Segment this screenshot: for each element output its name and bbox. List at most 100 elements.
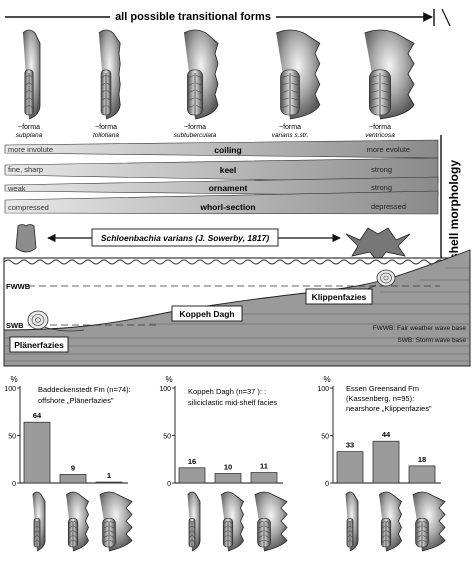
chart-baddeckenstedt-value-label-3: 1: [107, 471, 111, 480]
chart-essen-greensand-title-line-3: nearshore „Klippenfazies": [346, 404, 432, 413]
keel-label: keel: [220, 165, 237, 175]
form-3-shell: [183, 29, 219, 120]
whorl-section-label: whorl-section: [199, 202, 255, 212]
chart-koppeh-dagh-bar-1: [178, 467, 206, 484]
chart-koppeh-dagh-bar-3: [250, 472, 278, 484]
whorl-left-label: compressed: [8, 203, 49, 212]
form-5-shell: [364, 29, 415, 120]
coiling-right-label: more evolute: [367, 145, 410, 154]
chart-baddeckenstedt-form-icon-1: [32, 491, 46, 552]
header-title-box: [110, 7, 276, 24]
form-5-prefix: ~forma: [369, 124, 391, 131]
chart-koppeh-dagh-form-icon-3: [254, 491, 288, 552]
chart-baddeckenstedt-tick-label-50: 50: [8, 434, 16, 441]
chart-essen-greensand-value-label-2: 44: [382, 430, 391, 439]
chart-essen-greensand-tick-label-100: 100: [317, 386, 329, 393]
species-range: Schloenbachia varians (J. Sowerby, 1817): [15, 224, 411, 263]
chart-essen-greensand-title-line-2: (Kassenberg, n=95):: [346, 394, 414, 403]
form-2-shell: [98, 29, 121, 120]
chart-essen-greensand-bar-3: [408, 465, 436, 484]
chart-koppeh-dagh-bar-2: [214, 473, 242, 484]
form-3-name: subtuberculata: [174, 132, 217, 139]
koppeh-dagh-box: [171, 305, 243, 322]
compressed-section-icon: [15, 224, 37, 253]
chart-essen-greensand-value-label-3: 18: [418, 455, 426, 464]
form-4-name: varians s.str.: [272, 132, 309, 139]
chart-baddeckenstedt-bar-2: [59, 474, 87, 484]
chart-baddeckenstedt-form-icon-2: [65, 491, 89, 552]
chart-koppeh-dagh-y-label: %: [165, 375, 172, 384]
chart-baddeckenstedt-tick-label-0: 0: [12, 481, 16, 488]
keel-right-label: strong: [371, 165, 392, 174]
chart-baddeckenstedt-bar-1: [23, 421, 51, 484]
chart-koppeh-dagh-value-label-2: 10: [224, 463, 232, 472]
form-2-name: tollotiana: [93, 132, 119, 139]
chart-baddeckenstedt-value-label-2: 9: [71, 463, 75, 472]
shell-morphology-label: shell morphology: [447, 160, 461, 260]
chart-baddeckenstedt-y-label: %: [10, 375, 17, 384]
band-whorl-section: [4, 190, 439, 215]
legend-fwwb: FWWB: Fair weather wave base: [373, 325, 467, 332]
swb-label: SWB: [6, 321, 24, 330]
chart-koppeh-dagh-value-label-1: 16: [188, 457, 196, 466]
depressed-section-icon: [345, 227, 411, 263]
form-1-prefix: ~forma: [18, 124, 40, 131]
chart-baddeckenstedt-bar-3: [95, 481, 123, 484]
klippenfazies-label: Klippenfazies: [312, 292, 367, 302]
plaenerfazies-box: [9, 336, 69, 353]
keel-left-label: fine, sharp: [8, 165, 43, 174]
chart-koppeh-dagh-title-line-2: siliciclastic mid-shelf facies: [188, 398, 277, 407]
ornament-label: ornament: [209, 183, 248, 193]
form-1-name: subplana: [16, 132, 43, 139]
legend-swb: SWB: Storm wave base: [397, 337, 466, 344]
chart-koppeh-dagh-tick-label-50: 50: [163, 434, 171, 441]
form-4-prefix: ~forma: [279, 124, 301, 131]
chart-essen-greensand-tick-label-0: 0: [325, 481, 329, 488]
ornament-left-label: weak: [7, 184, 26, 193]
strata-lines: [4, 267, 470, 362]
chart-koppeh-dagh: % 0 50 100 Koppeh Dagh (n=37 ): : siliciclast…: [159, 375, 288, 552]
chart-essen-greensand-bar-1: [336, 451, 364, 484]
chart-koppeh-dagh-form-icon-2: [220, 491, 244, 552]
chart-essen-greensand-tick-label-50: 50: [321, 434, 329, 441]
shell-morphology-bands: more involute coiling more evolute fine,…: [4, 135, 461, 285]
koppeh-dagh-label: Koppeh Dagh: [179, 309, 234, 319]
ornament-right-label: strong: [371, 183, 392, 192]
sea-surface: [3, 259, 471, 265]
header-title: all possible transitional forms: [115, 11, 271, 23]
transitional-forms: ~formasubplana~formatollotiana~formasubt…: [16, 29, 415, 139]
klippenfazies-box: [305, 288, 373, 305]
coiling-label: coiling: [214, 145, 241, 155]
chart-koppeh-dagh-tick-label-0: 0: [167, 481, 171, 488]
form-4-shell: [276, 29, 321, 120]
form-3-prefix: ~forma: [184, 124, 206, 131]
whorl-right-label: depressed: [371, 202, 406, 211]
chart-koppeh-dagh-value-label-3: 11: [260, 462, 268, 471]
coiling-left-label: more involute: [8, 145, 53, 154]
plaenerfazies-label: Plänerfazies: [14, 340, 64, 350]
transitional-forms-header: all possible transitional forms: [5, 7, 451, 27]
chart-baddeckenstedt-title-line-1: Baddeckenstedt Fm (n=74):: [38, 385, 131, 394]
species-box: [91, 228, 279, 247]
form-2-prefix: ~forma: [95, 124, 117, 131]
chart-koppeh-dagh-tick-label-100: 100: [159, 386, 171, 393]
chart-essen-greensand-form-icon-3: [412, 491, 446, 552]
chart-essen-greensand-form-icon-1: [345, 491, 359, 552]
species-label: Schloenbachia varians (J. Sowerby, 1817): [101, 233, 270, 243]
header-slash: [441, 8, 451, 27]
form-1-shell: [22, 29, 41, 120]
fwwb-label: FWWB: [6, 282, 31, 291]
depositional-profile: FWWB SWB Plänerfazies Koppeh Dagh Klippe…: [3, 249, 471, 367]
chart-essen-greensand-y-label: %: [323, 375, 330, 384]
chart-essen-greensand-form-icon-2: [378, 491, 402, 552]
chart-baddeckenstedt-form-icon-3: [99, 491, 133, 552]
chart-koppeh-dagh-title-line-1: Koppeh Dagh (n=37 ): :: [188, 387, 266, 396]
ammonite-icon-offshore: [27, 310, 85, 332]
chart-essen-greensand-value-label-1: 33: [346, 441, 354, 450]
chart-essen-greensand-bar-2: [372, 440, 400, 484]
chart-baddeckenstedt-title-line-2: offshore „Plänerfazies": [38, 396, 114, 405]
